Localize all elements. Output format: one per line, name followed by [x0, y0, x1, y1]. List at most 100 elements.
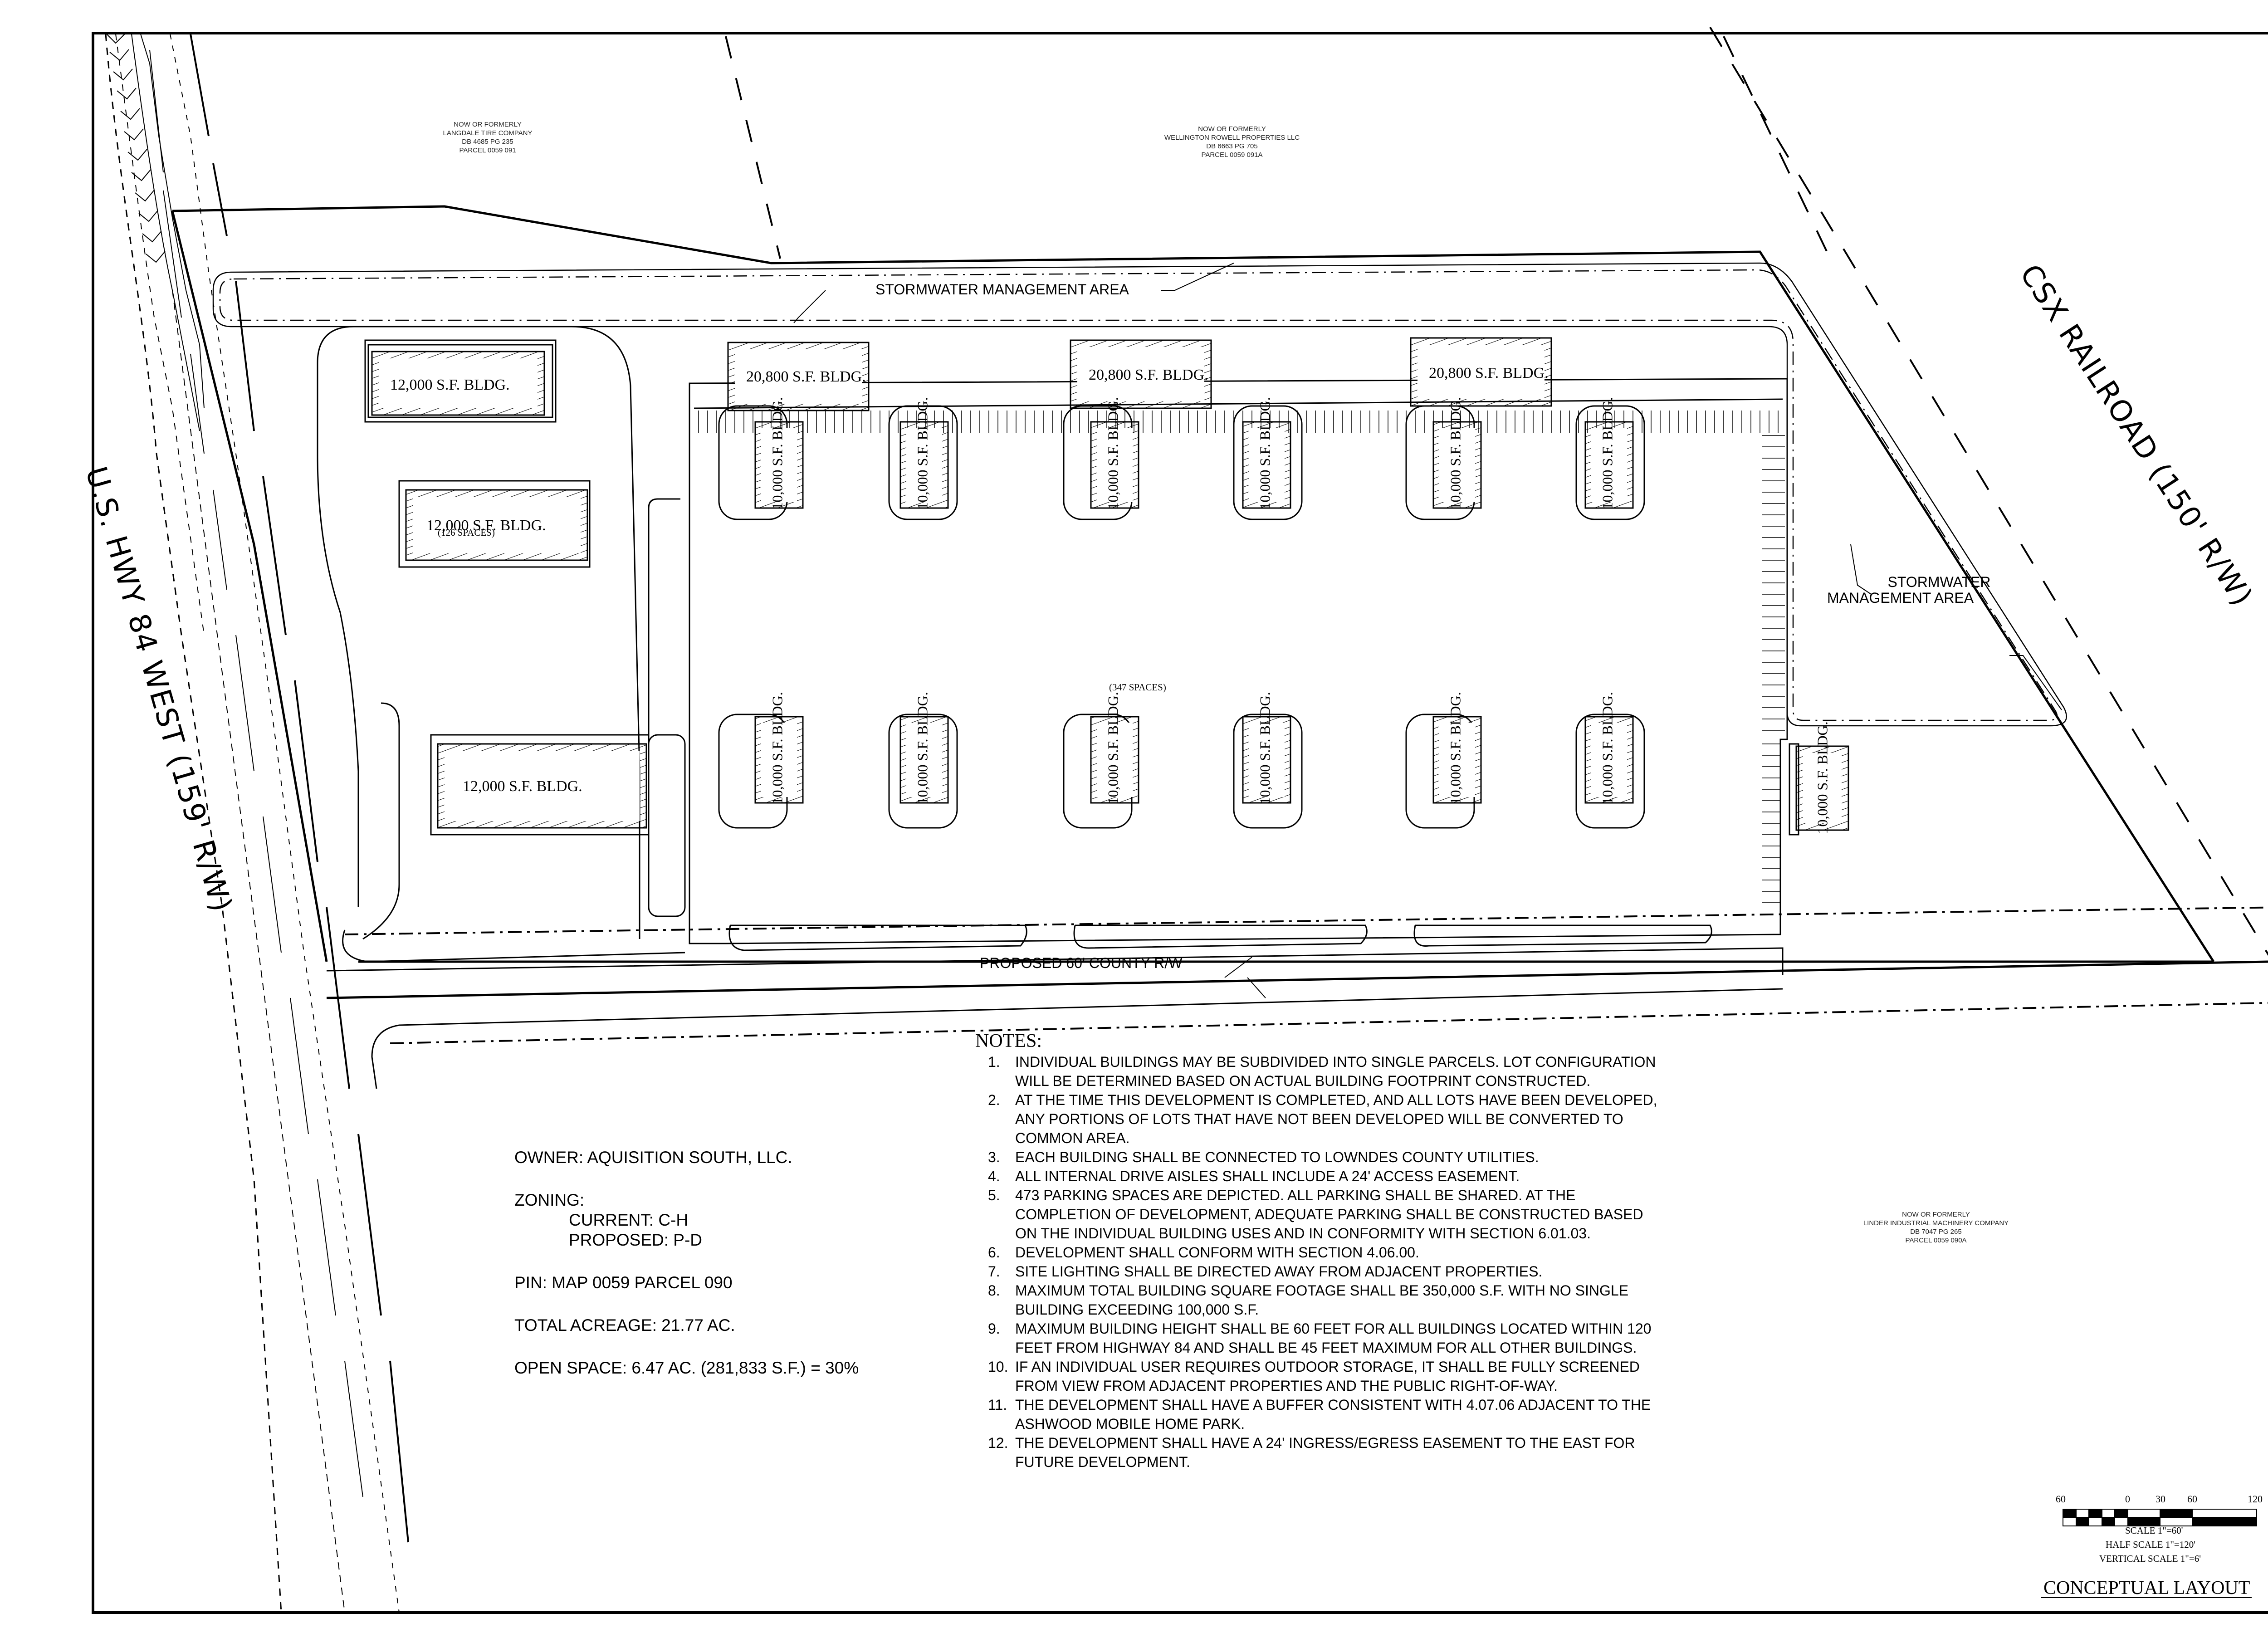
note-item: 5.473 PARKING SPACES ARE DEPICTED. ALL P… [975, 1186, 1701, 1243]
note-item: 12. THE DEVELOPMENT SHALL HAVE A 24' INGR… [975, 1433, 1701, 1472]
note-text: INDIVIDUAL BUILDINGS MAY BE SUBDIVIDED I… [1015, 1054, 1656, 1089]
sheet-border [92, 32, 2268, 1614]
scale-tick-60-left: 60 [2056, 1493, 2066, 1505]
zoning-current: CURRENT: C-H [569, 1211, 689, 1229]
building-10000-r1-4: 10,000 S.F. BLDG. [1256, 397, 1273, 510]
property-boundary [171, 205, 2215, 963]
neighbor-line: NOW OR FORMERLY [1902, 1211, 1970, 1218]
note-text: 473 PARKING SPACES ARE DEPICTED. ALL PAR… [1015, 1187, 1643, 1242]
neighbor-line: DB 6663 PG 705 [1206, 142, 1258, 150]
county-row-label: PROPOSED 60' COUNTY R/W [980, 955, 1183, 971]
note-number: 3. [988, 1149, 1000, 1165]
building-10000-r2-6: 10,000 S.F. BLDG. [1599, 692, 1616, 805]
notes-title: NOTES: [975, 1031, 1042, 1051]
owner: OWNER: AQUISITION SOUTH, LLC. [514, 1148, 792, 1167]
building-10000-r1-3: 10,000 S.F. BLDG. [1105, 397, 1121, 510]
building-10000-r2-2: 10,000 S.F. BLDG. [914, 692, 931, 805]
note-item: 3.EACH BUILDING SHALL BE CONNECTED TO LO… [975, 1148, 1701, 1167]
neighbor-linder-industrial: NOW OR FORMERLY LINDER INDUSTRIAL MACHIN… [1818, 1210, 2054, 1245]
half-scale-text: HALF SCALE 1"=120' [2106, 1539, 2196, 1550]
scale-tick-30: 30 [2156, 1493, 2165, 1505]
note-number: 12. [988, 1435, 1008, 1451]
building-12000-1: 12,000 S.F. BLDG. [390, 376, 510, 393]
note-item: 8. MAXIMUM TOTAL BUILDING SQUARE FOOTAGE … [975, 1281, 1701, 1319]
note-item: 10. IF AN INDIVIDUAL USER REQUIRES OUTDOO… [975, 1357, 1701, 1395]
county-row [326, 906, 2268, 1089]
note-item: 9. MAXIMUM BUILDING HEIGHT SHALL BE 60 FE… [975, 1319, 1701, 1357]
parking-total-main: (347 SPACES) [1109, 682, 1166, 693]
neighbor-wellington-rowell: NOW OR FORMERLY WELLINGTON ROWELL PROPER… [1114, 125, 1350, 159]
note-item: 7.SITE LIGHTING SHALL BE DIRECTED AWAY F… [975, 1262, 1701, 1281]
small-building-pads [718, 405, 1645, 829]
parking-total-west: (126 SPACES) [438, 527, 495, 538]
note-text: IF AN INDIVIDUAL USER REQUIRES OUTDOOR S… [1015, 1359, 1640, 1394]
highway-us84 [105, 34, 409, 1613]
note-item: 6. DEVELOPMENT SHALL CONFORM WITH SECTION… [975, 1243, 1701, 1262]
stormwater-north-label: STORMWATER MANAGEMENT AREA [875, 281, 1129, 298]
main-parking-lot [689, 378, 1788, 944]
note-item: 1. INDIVIDUAL BUILDINGS MAY BE SUBDIVIDED… [975, 1052, 1701, 1090]
note-number: 2. [988, 1092, 1000, 1108]
note-text: THE DEVELOPMENT SHALL HAVE A 24' INGRESS… [1015, 1435, 1635, 1470]
building-10000-r2-1: 10,000 S.F. BLDG. [769, 692, 786, 805]
note-item: 4. ALL INTERNAL DRIVE AISLES SHALL INCLUD… [975, 1167, 1701, 1186]
east-building-pad [1789, 743, 1849, 836]
west-building-pads [364, 339, 686, 917]
building-12000-2: 12,000 S.F. BLDG. [426, 517, 546, 534]
neighbor-line: LINDER INDUSTRIAL MACHINERY COMPANY [1863, 1219, 2009, 1227]
vertical-scale-text: VERTICAL SCALE 1"=6' [2099, 1553, 2201, 1564]
neighbor-line: NOW OR FORMERLY [1198, 125, 1266, 133]
scale-bar [2063, 1509, 2257, 1526]
neighbor-langdale-tire: NOW OR FORMERLY LANGDALE TIRE COMPANY DB… [370, 120, 606, 155]
note-text: MAXIMUM TOTAL BUILDING SQUARE FOOTAGE SH… [1015, 1282, 1629, 1318]
neighbor-line: DB 7047 PG 265 [1910, 1228, 1962, 1236]
total-acreage: TOTAL ACREAGE: 21.77 AC. [514, 1316, 735, 1335]
zoning-label: ZONING: [514, 1191, 585, 1209]
note-number: 4. [988, 1168, 1000, 1184]
note-text: THE DEVELOPMENT SHALL HAVE A BUFFER CONS… [1015, 1397, 1651, 1432]
pin: PIN: MAP 0059 PARCEL 090 [514, 1273, 733, 1292]
stormwater-east-label-1: STORMWATER [1887, 574, 1991, 590]
building-10000-r1-6: 10,000 S.F. BLDG. [1599, 397, 1616, 510]
note-item: 11. THE DEVELOPMENT SHALL HAVE A BUFFER C… [975, 1395, 1701, 1433]
stormwater-east-label-2: MANAGEMENT AREA [1827, 590, 1974, 606]
open-space: OPEN SPACE: 6.47 AC. (281,833 S.F.) = 30… [514, 1359, 859, 1377]
building-10000-r1-2: 10,000 S.F. BLDG. [914, 397, 931, 510]
building-12000-3: 12,000 S.F. BLDG. [463, 778, 582, 795]
building-20800-3: 20,800 S.F. BLDG. [1429, 365, 1549, 381]
note-text: MAXIMUM BUILDING HEIGHT SHALL BE 60 FEET… [1015, 1320, 1652, 1356]
note-number: 10. [988, 1359, 1008, 1375]
note-text: ALL INTERNAL DRIVE AISLES SHALL INCLUDE … [1015, 1168, 1520, 1184]
scale-tick-120: 120 [2248, 1493, 2263, 1505]
neighbor-line: WELLINGTON ROWELL PROPERTIES LLC [1164, 134, 1300, 142]
scale-text: SCALE 1"=60' [2125, 1525, 2183, 1536]
building-20800-2: 20,800 S.F. BLDG. [1089, 367, 1208, 383]
note-text: AT THE TIME THIS DEVELOPMENT IS COMPLETE… [1015, 1092, 1657, 1146]
note-text: DEVELOPMENT SHALL CONFORM WITH SECTION 4… [1015, 1244, 1419, 1261]
note-number: 6. [988, 1244, 1000, 1261]
note-number: 9. [988, 1320, 1000, 1337]
building-10000-r2-5: 10,000 S.F. BLDG. [1447, 692, 1464, 805]
note-number: 11. [988, 1397, 1007, 1413]
note-number: 1. [988, 1054, 1000, 1070]
note-number: 7. [988, 1263, 1000, 1280]
notes: NOTES: 1. INDIVIDUAL BUILDINGS MAY BE SUB… [975, 1030, 1701, 1472]
east-parking-stalls [1762, 435, 1785, 903]
neighbor-line: PARCEL 0059 091 [459, 147, 516, 154]
small-building-footprints [754, 421, 1634, 804]
sheet-title: CONCEPTUAL LAYOUT [2043, 1578, 2250, 1599]
building-20800-1: 20,800 S.F. BLDG. [746, 368, 866, 385]
neighbor-line: PARCEL 0059 091A [1201, 151, 1263, 159]
scale-tick-0: 0 [2125, 1493, 2130, 1505]
site-info: OWNER: AQUISITION SOUTH, LLC. ZONING: CU… [514, 1148, 859, 1378]
building-10000-r1-5: 10,000 S.F. BLDG. [1447, 397, 1464, 510]
building-10000-east: 10,000 S.F. BLDG. [1814, 721, 1831, 834]
building-10000-r2-4: 10,000 S.F. BLDG. [1256, 692, 1273, 805]
scale-tick-60: 60 [2187, 1493, 2197, 1505]
building-10000-r2-3: 10,000 S.F. BLDG. [1105, 692, 1121, 805]
note-number: 8. [988, 1282, 1000, 1299]
zoning-proposed: PROPOSED: P-D [569, 1231, 702, 1249]
neighbor-line: LANGDALE TIRE COMPANY [443, 129, 533, 137]
